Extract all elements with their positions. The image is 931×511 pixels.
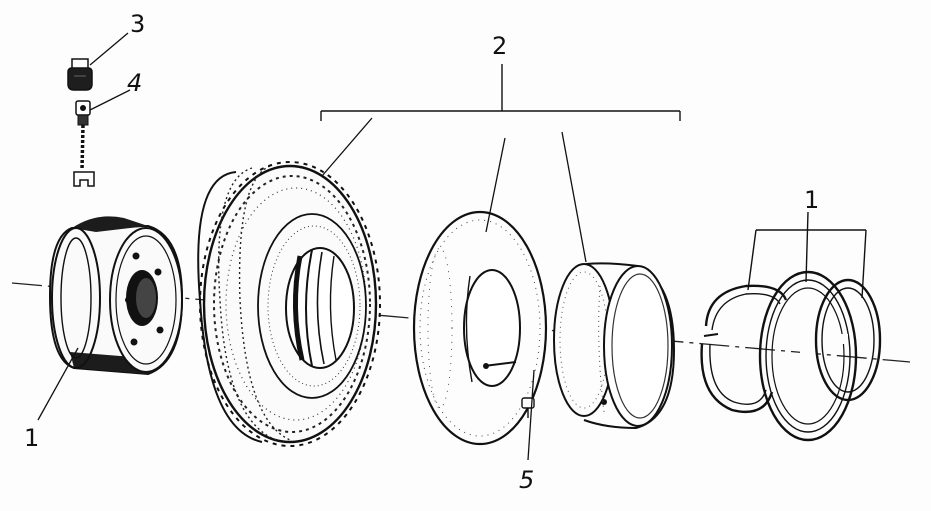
part-label-1-right: 1 [804,186,820,214]
leader-line-1-left [37,347,79,421]
inner-tube [412,210,548,446]
rim-flap [553,262,676,430]
valve-stem [73,100,95,187]
part-label-3: 3 [130,10,146,38]
bracket-1-right [747,211,867,299]
part-label-5: 5 [519,466,535,494]
tire [197,161,381,447]
leader-line-2-rim [561,131,587,263]
wheel-hub [48,216,184,376]
part-label-4: 4 [127,69,143,97]
valve-cap [67,58,93,91]
lock-rings [700,270,882,442]
part-label-1-left: 1 [24,424,40,452]
leader-line-5 [527,369,535,461]
bracket-2 [320,64,681,121]
leader-line-2-tube [485,137,506,233]
leader-line-2-tire [321,117,373,177]
leader-line-3 [89,32,129,66]
part-label-2: 2 [492,32,508,60]
leader-line-4 [89,89,131,111]
